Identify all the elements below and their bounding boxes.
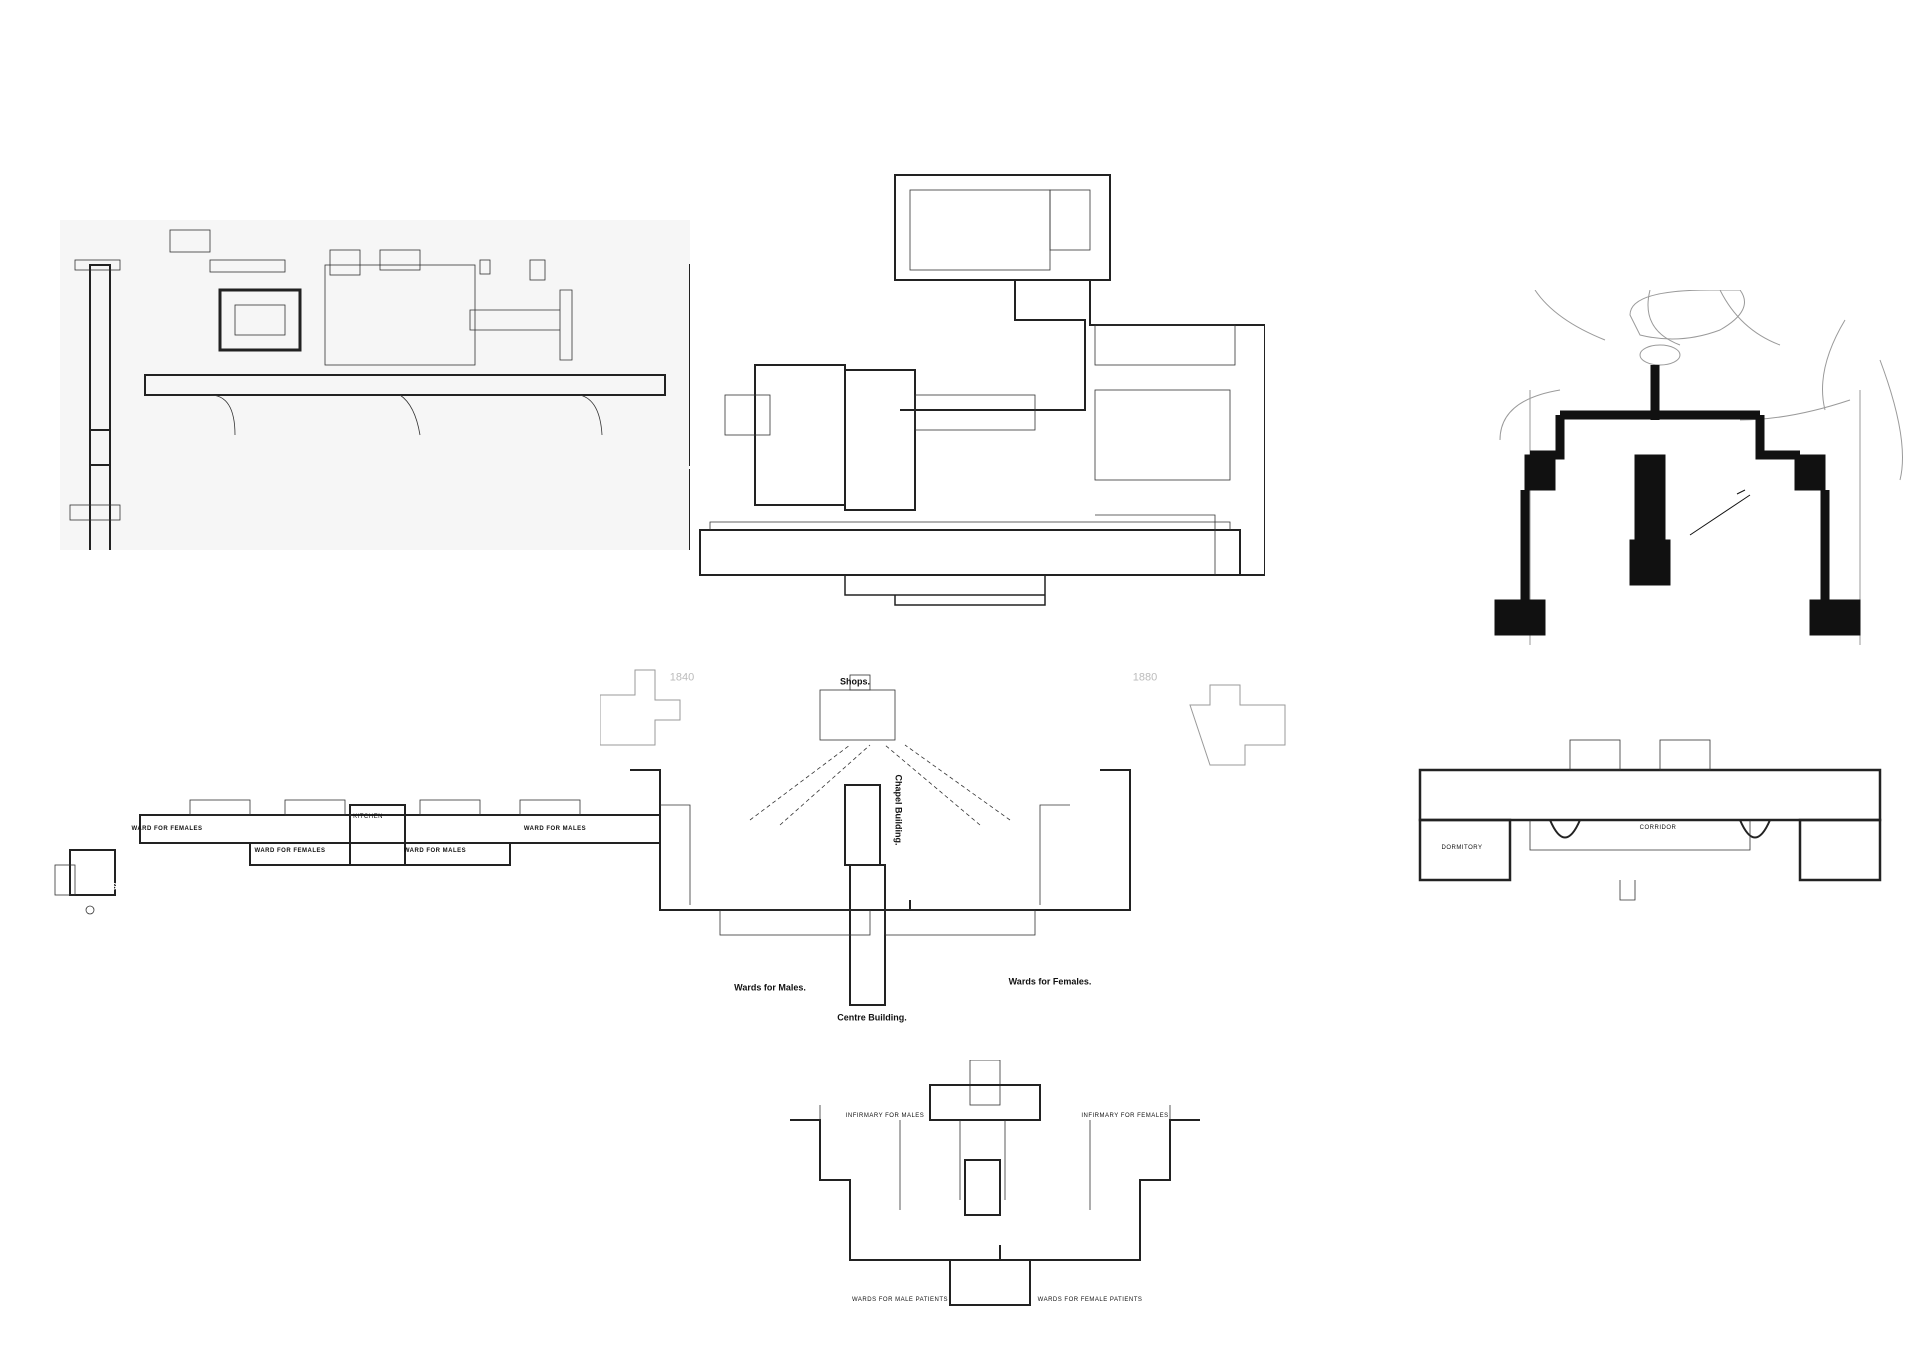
floor-plan-bottom-centre-drawing <box>790 1060 1200 1306</box>
floor-plan-middle-left: ENGINE ROOM BOILERS WARD FOR FEMALES WAR… <box>50 785 690 925</box>
floor-plan-middle-left-drawing <box>54 799 661 915</box>
wards-males-label: Wards for Males. <box>734 982 806 993</box>
engine-room-label-1: ENGINE <box>79 851 115 862</box>
floor-plan-bottom-centre: INFIRMARY FOR MALES INFIRMARY FOR FEMALE… <box>760 1060 1230 1310</box>
floor-plan-top-centre-drawing <box>699 174 1265 606</box>
year-right-label: 1880 <box>1132 671 1158 684</box>
floor-plan-top-left-drawing <box>60 220 690 550</box>
dormitory-label: DORMITORY <box>1441 845 1483 851</box>
site-plan-top-right <box>1480 290 1910 645</box>
wards-female-patients-label: WARDS FOR FEMALE PATIENTS <box>1037 1297 1143 1303</box>
infirmary-females-label: INFIRMARY FOR FEMALES <box>1081 1113 1169 1119</box>
boilers-label: BOILERS <box>76 881 118 892</box>
wards-male-patients-label: WARDS FOR MALE PATIENTS <box>851 1297 949 1303</box>
floor-plan-top-centre <box>695 170 1265 610</box>
engine-room-label-2: ROOM <box>83 863 111 874</box>
ward-females-label-2: WARD FOR FEMALES <box>254 848 326 854</box>
floor-plan-middle-right: DORMITORY CORRIDOR <box>1410 730 1910 920</box>
centre-label: Centre Building. <box>837 1012 907 1023</box>
floor-plan-middle-centre: Shops. Chapel Building. Wards for Males.… <box>600 660 1290 1040</box>
year-left-label: 1840 <box>669 671 695 684</box>
ward-males-label-1: WARD FOR MALES <box>403 848 467 854</box>
shops-label: Shops. <box>839 676 871 687</box>
floor-plan-top-left <box>60 220 690 550</box>
ward-males-label-2: WARD FOR MALES <box>523 826 587 832</box>
site-plan-top-right-drawing <box>1494 290 1903 645</box>
chapel-label: Chapel Building. <box>893 774 904 846</box>
floor-plan-middle-centre-drawing <box>600 669 1286 1006</box>
floor-plan-middle-right-drawing <box>1418 739 1882 901</box>
wards-females-label: Wards for Females. <box>1008 976 1092 987</box>
kitchen-label: KITCHEN <box>353 814 383 820</box>
infirmary-males-label: INFIRMARY FOR MALES <box>845 1113 925 1119</box>
corridor-label: CORRIDOR <box>1639 825 1677 831</box>
ward-females-label-1: WARD FOR FEMALES <box>131 826 203 832</box>
